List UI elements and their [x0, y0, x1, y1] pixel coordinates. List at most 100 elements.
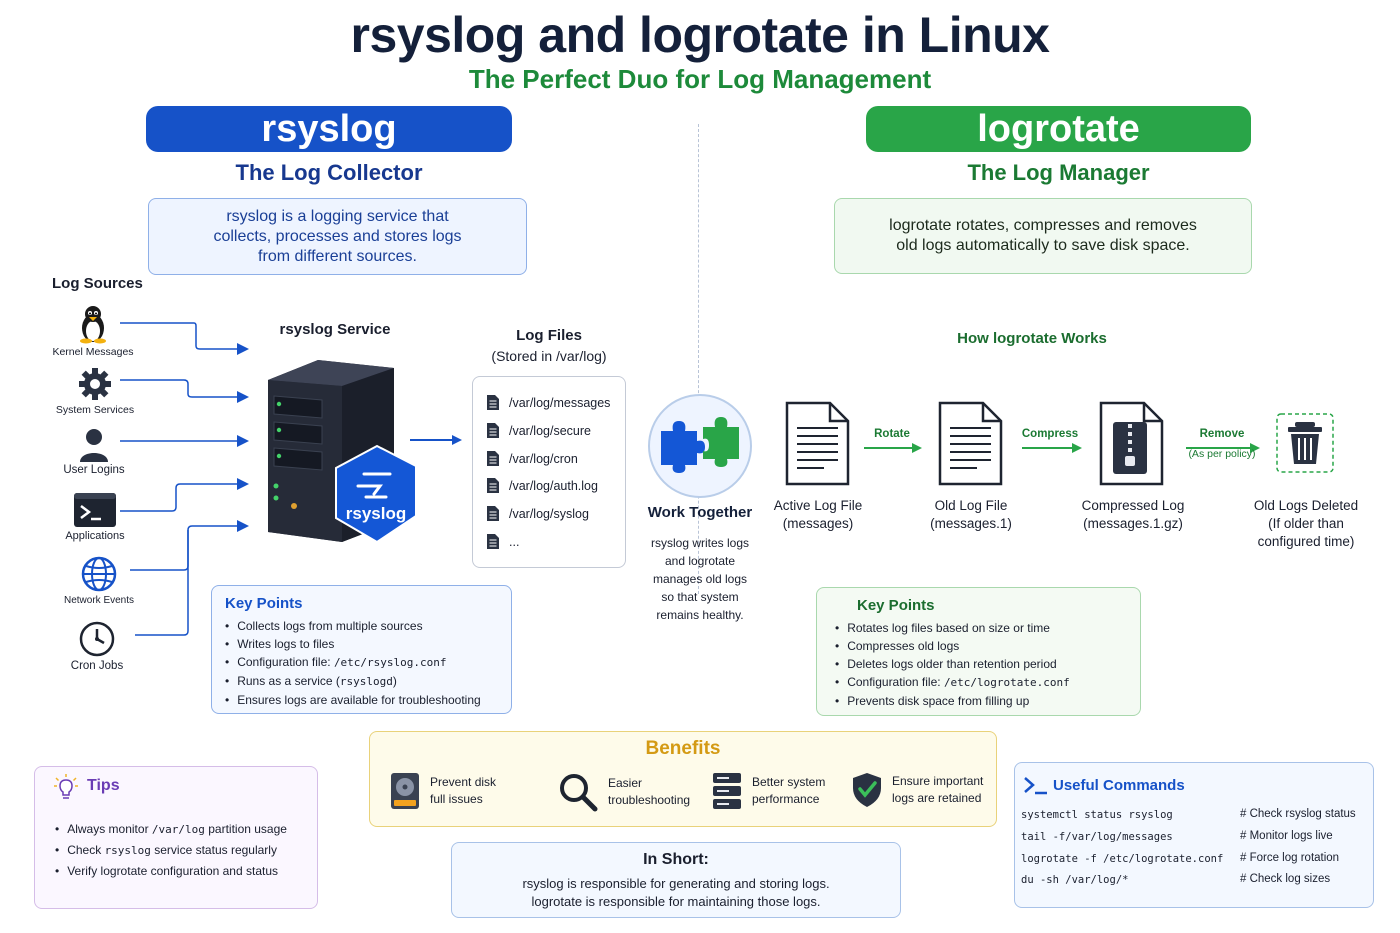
compress-label: Compress	[1021, 428, 1079, 440]
remove-label: Remove	[1199, 428, 1245, 440]
logrotate-key-points-title: Key Points	[857, 597, 935, 614]
remove-arrow	[1186, 443, 1260, 453]
stage-compressed-log: Compressed Log (messages.1.gz)	[1081, 498, 1185, 531]
command-note: # Force log rotation	[1240, 852, 1340, 864]
shield-check-icon	[853, 773, 881, 807]
in-short-line: rsyslog is responsible for generating an…	[522, 876, 830, 891]
lightbulb-icon	[54, 774, 78, 799]
log-file-item: /var/log/auth.log	[487, 478, 598, 493]
key-point: Deletes logs older than retention period	[835, 655, 1070, 673]
center-divider	[698, 124, 699, 594]
page-subtitle: The Perfect Duo for Log Management	[468, 64, 932, 94]
source-connectors	[120, 322, 249, 636]
connector-kernel	[120, 322, 249, 355]
logrotate-title-pill: logrotate	[866, 106, 1251, 152]
source-network-events: Network Events	[44, 556, 154, 606]
rsyslog-role: The Log Collector	[235, 160, 423, 185]
terminal-icon	[74, 493, 116, 527]
rsyslog-description-line: rsyslog is a logging service that	[226, 207, 449, 225]
source-label: System Services	[55, 404, 135, 416]
rsyslog-description-line: from different sources.	[258, 247, 417, 265]
stage-old-log: Old Log File (messages.1)	[930, 498, 1012, 531]
source-label: Cron Jobs	[70, 660, 124, 672]
how-logrotate-works-title: How logrotate Works	[957, 330, 1107, 347]
puzzle-green-icon	[703, 417, 739, 467]
terminal-prompt-icon	[1024, 777, 1047, 795]
logrotate-description-line: logrotate rotates, compresses and remove…	[889, 217, 1197, 234]
rsyslog-description-line: collects, processes and stores logs	[213, 227, 462, 245]
tip-item: Verify logrotate configuration and statu…	[55, 861, 287, 881]
work-together-text: rsyslog writes logs and logrotate manage…	[650, 536, 750, 622]
compressed-log-icon	[1099, 401, 1164, 486]
source-system-services: System Services	[40, 366, 150, 416]
in-short-title: In Short:	[643, 851, 709, 868]
rsyslog-key-points-list: Collects logs from multiple sources Writ…	[225, 617, 481, 709]
active-log-file-icon	[785, 401, 850, 486]
key-point: Writes logs to files	[225, 635, 481, 653]
source-user-logins: User Logins	[39, 428, 149, 476]
work-together-title: Work Together	[647, 504, 753, 521]
service-to-files-arrow	[410, 435, 462, 445]
trash-bin-icon	[1276, 413, 1334, 473]
tips-title: Tips	[87, 777, 120, 794]
magnifier-icon	[560, 774, 598, 812]
command-note: # Check log sizes	[1240, 873, 1331, 885]
key-point: Compresses old logs	[835, 637, 1070, 655]
in-short-line: logrotate is responsible for maintaining…	[531, 894, 821, 909]
log-files-title: Log Files	[516, 327, 582, 344]
log-file-item: ...	[487, 534, 519, 549]
source-label: Network Events	[63, 595, 135, 606]
puzzle-blue-icon	[661, 421, 705, 473]
key-point: Ensures logs are available for troublesh…	[225, 691, 480, 709]
key-point: Rotates log files based on size or time	[835, 619, 1070, 637]
rsyslog-key-points-title: Key Points	[225, 595, 303, 612]
file-icon	[487, 395, 499, 410]
command-text: tail -f/var/log/messages	[1021, 831, 1173, 843]
rotate-label: Rotate	[874, 428, 910, 440]
rsyslog-service-badge: rsyslog	[345, 504, 407, 523]
source-kernel-messages: Kernel Messages	[38, 304, 148, 358]
source-label: Applications	[65, 530, 125, 542]
source-label: User Logins	[63, 464, 125, 476]
command-note: # Monitor logs live	[1240, 830, 1333, 842]
file-icon	[487, 534, 499, 549]
key-point: Prevents disk space from filling up	[835, 692, 1070, 710]
old-log-file-icon	[938, 401, 1003, 486]
rsyslog-server-graphic	[268, 360, 417, 544]
key-point: Configuration file: /etc/rsyslog.conf	[225, 653, 481, 672]
source-cron-jobs: Cron Jobs	[42, 620, 152, 672]
command-text: systemctl status rsyslog	[1021, 809, 1173, 821]
remove-policy-label: (As per policy)	[1188, 448, 1256, 460]
rsyslog-service-title: rsyslog Service	[279, 321, 391, 338]
source-label: Kernel Messages	[52, 346, 134, 358]
gear-icon	[79, 368, 111, 400]
log-files-list: /var/log/messages /var/log/secure /var/l…	[472, 376, 626, 568]
logrotate-role: The Log Manager	[967, 160, 1150, 185]
tip-item: Check rsyslog service status regularly	[55, 840, 287, 861]
file-icon	[487, 506, 499, 521]
connector-services	[120, 379, 249, 403]
user-icon	[80, 429, 108, 462]
benefits-title: Benefits	[645, 738, 721, 759]
rsyslog-description: rsyslog is a logging service that collec…	[148, 198, 527, 275]
command-note: # Check rsyslog status	[1240, 808, 1356, 820]
log-sources-title: Log Sources	[52, 275, 143, 292]
logrotate-key-points-list: Rotates log files based on size or time …	[835, 619, 1070, 710]
tips-list: Always monitor /var/log partition usage …	[55, 819, 287, 881]
clock-icon	[79, 621, 115, 657]
log-file-item: /var/log/secure	[487, 423, 591, 438]
key-point: Collects logs from multiple sources	[225, 617, 481, 635]
useful-commands-panel: Useful Commands systemctl status rsyslog…	[1014, 762, 1374, 908]
rotate-arrow	[864, 443, 922, 453]
command-text: logrotate -f /etc/logrotate.conf	[1021, 853, 1224, 865]
tip-item: Always monitor /var/log partition usage	[55, 819, 287, 840]
rsyslog-logo-icon	[356, 472, 392, 499]
key-point: Runs as a service (rsyslogd)	[225, 672, 481, 691]
logrotate-key-points: Key Points Rotates log files based on si…	[816, 587, 1141, 716]
logrotate-description-line: old logs automatically to save disk spac…	[896, 237, 1190, 254]
